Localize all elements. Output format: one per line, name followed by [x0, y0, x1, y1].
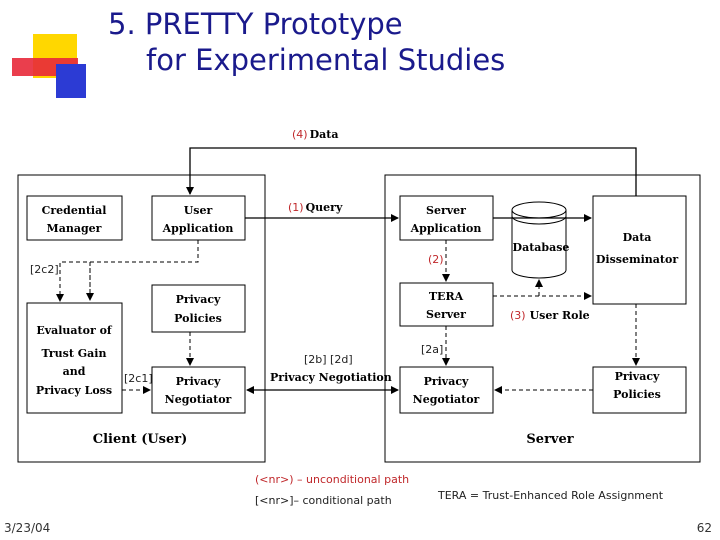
svg-text:Privacy Loss: Privacy Loss — [36, 384, 112, 397]
legend-conditional: [<nr>]– conditional path — [255, 494, 392, 507]
footer-date: 3/23/04 — [4, 521, 51, 535]
edge-step2a-label: [2a] — [421, 343, 443, 356]
edge-step2c1-label: [2c1] — [124, 372, 153, 385]
server-container — [384, 174, 701, 463]
evaluator-box — [26, 302, 123, 414]
legend-tera-definition: TERA = Trust-Enhanced Role Assignment — [437, 489, 664, 502]
edge-step2-label: (2) — [428, 253, 444, 266]
legend-unconditional: (<nr>) – unconditional path — [255, 473, 409, 486]
tera-server-label: TERA — [429, 290, 464, 303]
svg-text:and: and — [63, 365, 86, 378]
svg-text:Application: Application — [410, 222, 482, 235]
server-privacy-negotiator-label: Privacy — [424, 375, 469, 388]
slide-title: 5. PRETTY Prototype for Experimental Stu… — [108, 6, 505, 78]
user-application-label: User — [184, 204, 213, 217]
edge-data — [186, 147, 637, 196]
server-privacy-policies-label: Privacy — [615, 370, 660, 383]
edge-step2c2-label: [2c2] — [30, 263, 59, 276]
svg-text:Policies: Policies — [613, 388, 661, 401]
database-label: Database — [513, 241, 570, 254]
edge-query-label: (1)Query — [288, 201, 343, 214]
client-privacy-policies-label: Privacy — [176, 293, 221, 306]
server-privacy-negotiator-box — [399, 366, 494, 414]
client-privacy-policies-box — [151, 284, 246, 333]
server-privacy-policies-box — [592, 366, 687, 414]
svg-text:Application: Application — [162, 222, 234, 235]
edge-user-role-label: (3)User Role — [510, 309, 590, 322]
edge-step2b2d-label: [2b] [2d] — [304, 353, 353, 366]
client-privacy-negotiator-label: Privacy — [176, 375, 221, 388]
title-line-1: 5. PRETTY Prototype — [108, 7, 403, 41]
credential-manager-box — [26, 195, 123, 241]
client-container — [17, 174, 266, 463]
data-disseminator-label: Data — [623, 231, 652, 244]
privacy-negotiation-label: Privacy Negotiation — [270, 371, 392, 384]
svg-text:Negotiator: Negotiator — [165, 393, 232, 406]
edge-step2c2 — [56, 240, 199, 302]
footer-page-number: 62 — [696, 521, 712, 535]
svg-text:Trust Gain: Trust Gain — [42, 347, 107, 360]
client-privacy-negotiator-box — [151, 366, 246, 414]
svg-text:Server: Server — [426, 308, 466, 321]
deco-blue-block — [56, 64, 86, 98]
server-application-label: Server — [426, 204, 466, 217]
title-line-2: for Experimental Studies — [146, 43, 506, 77]
user-application-box — [151, 195, 246, 241]
evaluator-label: Evaluator of — [36, 324, 113, 337]
credential-manager-label: Credential — [42, 204, 107, 217]
database-cylinder — [511, 201, 567, 279]
data-disseminator-box — [592, 195, 687, 305]
svg-text:Manager: Manager — [47, 222, 102, 235]
edge-data-label: (4)Data — [292, 128, 338, 141]
server-container-label: Server — [526, 432, 573, 447]
svg-text:Negotiator: Negotiator — [413, 393, 480, 406]
svg-text:Policies: Policies — [174, 312, 222, 325]
client-container-label: Client (User) — [93, 432, 188, 447]
svg-text:Disseminator: Disseminator — [596, 253, 678, 266]
tera-server-box — [399, 282, 494, 327]
